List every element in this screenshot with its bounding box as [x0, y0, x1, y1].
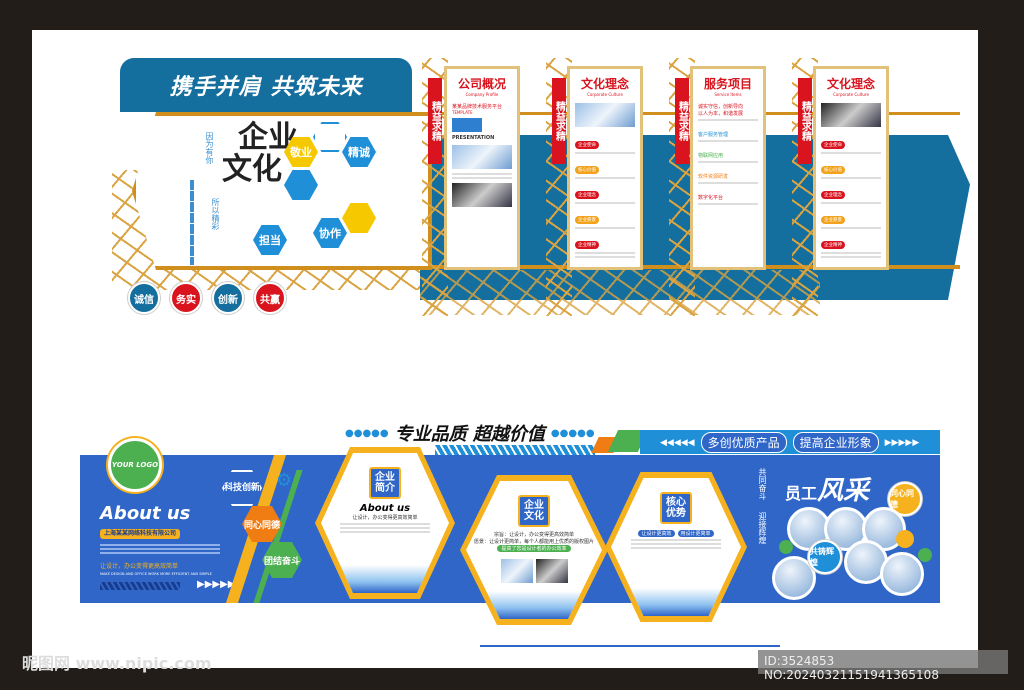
panel-services: 服务项目 Service Items 诚实守信，创新导向 以人为本，和谐发展 客… [690, 66, 766, 270]
slogan-band [640, 430, 940, 454]
arrows-icon: ▶▶▶▶▶ [197, 579, 236, 590]
panel-company-profile: 公司概况 Company Profile 某某品牌技术服务平台 TEMPLATE… [444, 66, 520, 270]
hex-panel-intro: 企业简介 About us 让设计，办公变得更高效简单 [315, 447, 455, 599]
panel-culture: 文化理念 Corporate Culture 企业使命 核心价值 企业理念 企业… [567, 66, 643, 270]
bamboo-icon [190, 180, 194, 265]
staff-photo [880, 552, 924, 596]
tag: 精益求精 [428, 78, 442, 164]
headline: ●●●●● 专业品质 超越价值 ●●●●● [345, 424, 595, 445]
watermark-site: 昵图网 www.nipic.com [22, 654, 212, 673]
top-banner: 携手并肩 共筑未来 [120, 58, 412, 112]
dots-icon: ●●●●● [345, 427, 389, 439]
hex-panel-advantage: 核心优势 让设计更高效 用设计更简单 [605, 472, 747, 622]
watermark-id: ID:3524853 NO:20240321151941365108 [758, 650, 1008, 682]
slogan-pills: ◀◀◀◀◀ 多创优质产品 提高企业形象 ▶▶▶▶▶ [660, 432, 919, 453]
photo [452, 145, 512, 169]
gear-icon: ⚙ [276, 470, 293, 491]
yellow-dot [896, 530, 914, 548]
culture-panel [132, 112, 432, 270]
value-科技创新: 科技创新 [222, 470, 262, 506]
value-circle: 创新 [212, 282, 244, 314]
side-text-left: 因为有你 [205, 132, 214, 164]
value-circle: 诚信 [128, 282, 160, 314]
company-name: 上海某某网络科技有限公司 [100, 529, 181, 539]
about-title: About us [100, 503, 191, 524]
tag: 精益求精 [798, 78, 812, 164]
slogan: 让设计，办公变得更高效简单 [100, 563, 179, 570]
value-circle: 务实 [170, 282, 202, 314]
about-body [100, 542, 220, 556]
photo [452, 183, 512, 207]
side-text-right: 所以精彩 [211, 198, 220, 230]
slogan-pill: 提高企业形象 [792, 432, 879, 453]
photo [575, 103, 635, 127]
photo [821, 103, 881, 127]
arrows-right-icon: ▶▶▶▶▶ [884, 437, 920, 448]
logo: YOUR LOGO [108, 438, 162, 492]
bottom-line [480, 645, 780, 647]
tag: 精益求精 [675, 78, 689, 164]
stripe-deco [100, 582, 180, 590]
value-circle: 共赢 [254, 282, 286, 314]
tag: 精益求精 [552, 78, 566, 164]
value-circles: 诚信 务实 创新 共赢 [128, 282, 286, 314]
green-dot [918, 548, 932, 562]
slogan-en: MAKE DESIGN AND OFFICE WORK MORE EFFICIE… [100, 572, 212, 576]
dots-icon: ●●●●● [550, 427, 595, 439]
vertical-text-2: 迎接辉煌 [758, 512, 767, 544]
panel-culture-2: 文化理念 Corporate Culture 企业使命 核心价值 企业理念 企业… [813, 66, 889, 270]
arrows-left-icon: ◀◀◀◀◀ [660, 437, 695, 448]
staff-circle: 共铸辉煌 [808, 540, 842, 574]
stripe-deco [435, 445, 595, 457]
vertical-text-1: 共同奋斗 [758, 468, 767, 500]
staff-title: 员工风采 [785, 476, 870, 506]
slogan-pill: 多创优质产品 [700, 432, 787, 453]
green-dot [779, 540, 793, 554]
lattice-bottom [420, 270, 820, 315]
culture-title: 企业 文化 [222, 120, 298, 187]
